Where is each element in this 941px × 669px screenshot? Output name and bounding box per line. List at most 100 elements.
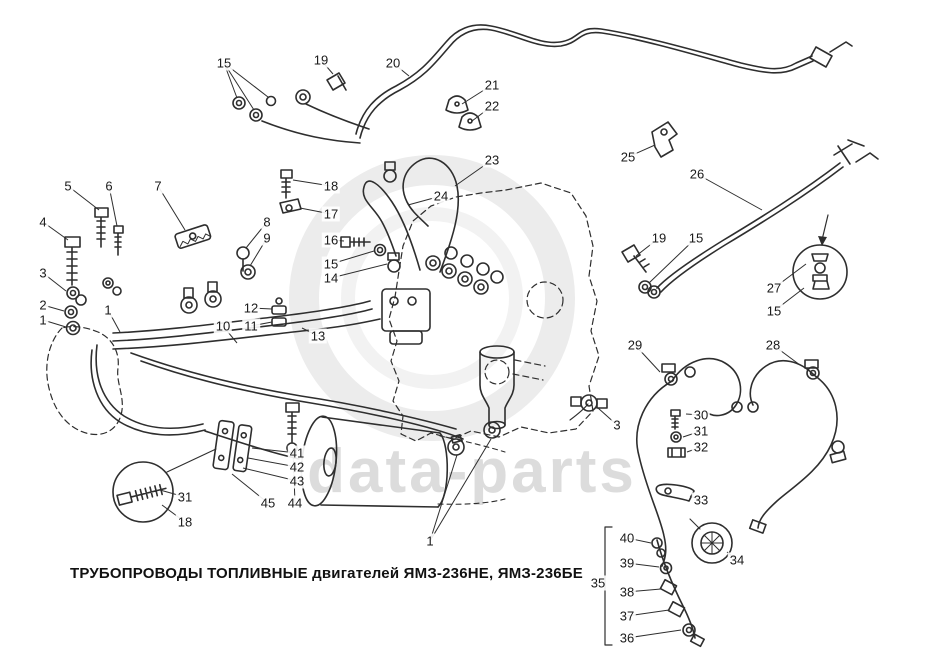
leader-line	[42, 304, 65, 312]
detail-circle-34	[689, 518, 733, 564]
leader-line	[42, 272, 67, 292]
filler-neck	[479, 345, 515, 430]
watermark-ring-inner	[341, 207, 523, 389]
washers-left-mid	[102, 277, 122, 296]
washers-15-top	[232, 95, 277, 122]
leader-line	[250, 307, 273, 310]
leader-line	[407, 195, 442, 206]
watermark-text: data-parts	[307, 437, 637, 506]
leader-line	[299, 207, 332, 215]
leader-line	[429, 454, 458, 542]
leader-line	[685, 413, 702, 416]
injector-cups	[425, 246, 504, 295]
bracket-33	[655, 483, 695, 502]
leader-line	[626, 537, 652, 544]
leader-line	[231, 473, 269, 504]
detail-circle-27	[792, 214, 848, 300]
leader-line	[635, 237, 660, 257]
parts-30-32	[667, 409, 686, 458]
leader-line	[159, 489, 186, 498]
leader-line	[689, 495, 702, 501]
leader-line	[461, 84, 493, 105]
pipe-end-fittings-1	[447, 421, 501, 456]
leader-line	[648, 237, 697, 284]
banjo-fittings-left	[180, 281, 222, 314]
banjo-top-loop	[383, 161, 397, 183]
leader-line	[157, 185, 186, 231]
leader-line	[250, 321, 273, 327]
leader-line	[330, 239, 345, 242]
pipe-29	[636, 357, 742, 567]
leader-line	[454, 159, 493, 187]
detail-circle-31-18	[112, 448, 217, 523]
banjo-bolt-19-top	[295, 72, 347, 105]
leader-line	[42, 221, 69, 241]
plate-17	[279, 198, 302, 214]
leader-line	[292, 179, 332, 187]
fittings-36-40	[651, 537, 705, 648]
washer-2	[64, 305, 78, 319]
fuel-pipes-bundle	[112, 300, 464, 460]
fuel-pump	[381, 288, 431, 345]
leader-line	[320, 59, 334, 75]
leader-line	[301, 327, 319, 337]
bolt-5	[94, 207, 109, 248]
bolt-4	[64, 236, 81, 286]
bolt-16	[340, 236, 371, 248]
nut-1	[65, 320, 81, 336]
pipe-23	[402, 157, 460, 273]
clamp-21	[445, 95, 469, 114]
leader-line	[634, 344, 661, 373]
leader-line	[626, 629, 682, 639]
leader-line	[627, 144, 656, 158]
leader-line	[242, 467, 298, 482]
leader-line	[330, 250, 375, 265]
washers-3	[66, 286, 87, 306]
leader-line	[471, 105, 493, 122]
leader-line	[249, 237, 268, 267]
bracket-25	[651, 121, 678, 158]
leader-line	[42, 319, 67, 328]
banjo-9	[240, 264, 256, 280]
pipe-24	[362, 180, 421, 271]
leader-line	[682, 430, 702, 438]
fitting-8	[236, 246, 250, 272]
leader-line	[726, 551, 738, 561]
bolt-18-top	[280, 169, 293, 199]
washer-15-mid	[638, 280, 652, 294]
leader-line	[392, 62, 410, 77]
leader-line	[222, 325, 238, 344]
leader-line	[626, 588, 662, 593]
leader-line	[108, 185, 118, 227]
washer-15-left	[373, 243, 387, 257]
diagram-caption: ТРУБОПРОВОДЫ ТОПЛИВНЫЕ двигателей ЯМЗ-23…	[70, 565, 583, 582]
leader-line	[161, 504, 186, 523]
leader-line	[686, 446, 702, 453]
leader-line	[626, 562, 660, 568]
leader-line	[773, 287, 805, 312]
watermark-ring	[289, 155, 575, 441]
leader-line	[292, 449, 296, 504]
leader-line	[107, 309, 121, 333]
leader-line	[247, 457, 298, 468]
leader-line	[772, 344, 801, 366]
stud-6	[113, 225, 124, 256]
leader-line	[429, 438, 492, 542]
leader-line	[251, 447, 298, 454]
leader-line	[773, 263, 807, 289]
bolt-19-mid	[621, 244, 650, 273]
leader-line	[626, 609, 670, 617]
pipe-28	[731, 359, 847, 534]
leader-line	[67, 185, 100, 211]
leader-line	[330, 263, 388, 279]
left-housing-outline	[46, 326, 123, 436]
pipes-to-head	[261, 103, 370, 144]
leader-line	[696, 173, 763, 211]
leader-line	[223, 62, 255, 111]
bracket-assembly-41-45	[212, 402, 300, 473]
pipe-20	[355, 24, 853, 139]
